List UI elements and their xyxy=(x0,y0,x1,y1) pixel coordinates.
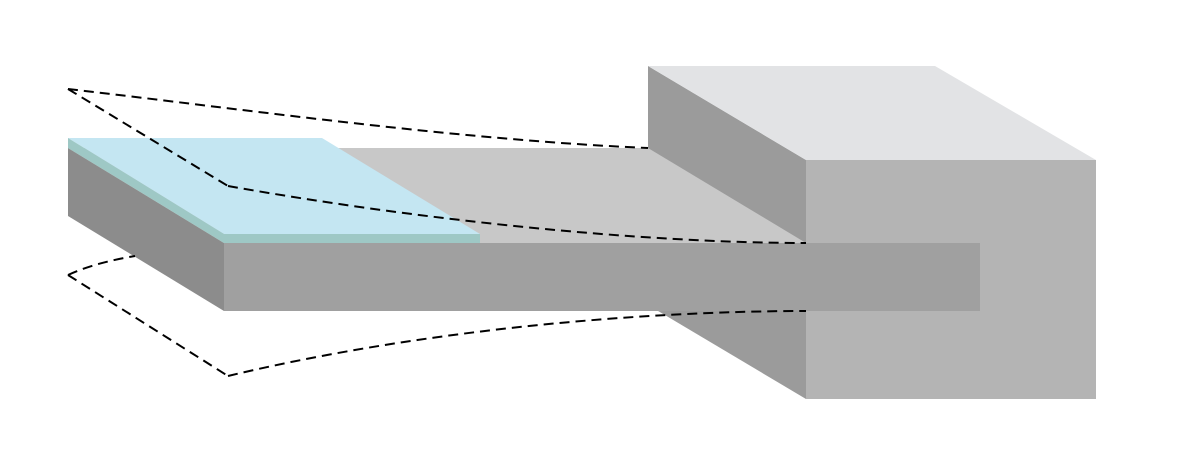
deflection-bottom-back-edge xyxy=(67,255,136,276)
block-top-face xyxy=(648,66,1096,160)
coating-end-edge xyxy=(68,138,224,243)
coating-front-edge xyxy=(224,234,480,243)
deflection-top-back-edge xyxy=(67,88,649,149)
beam-front-face xyxy=(224,243,980,311)
deflection-top-front-edge xyxy=(227,185,807,244)
beam-end-face xyxy=(68,148,224,311)
deflection-outline xyxy=(67,88,807,377)
deflection-bottom-front-edge xyxy=(227,310,807,377)
